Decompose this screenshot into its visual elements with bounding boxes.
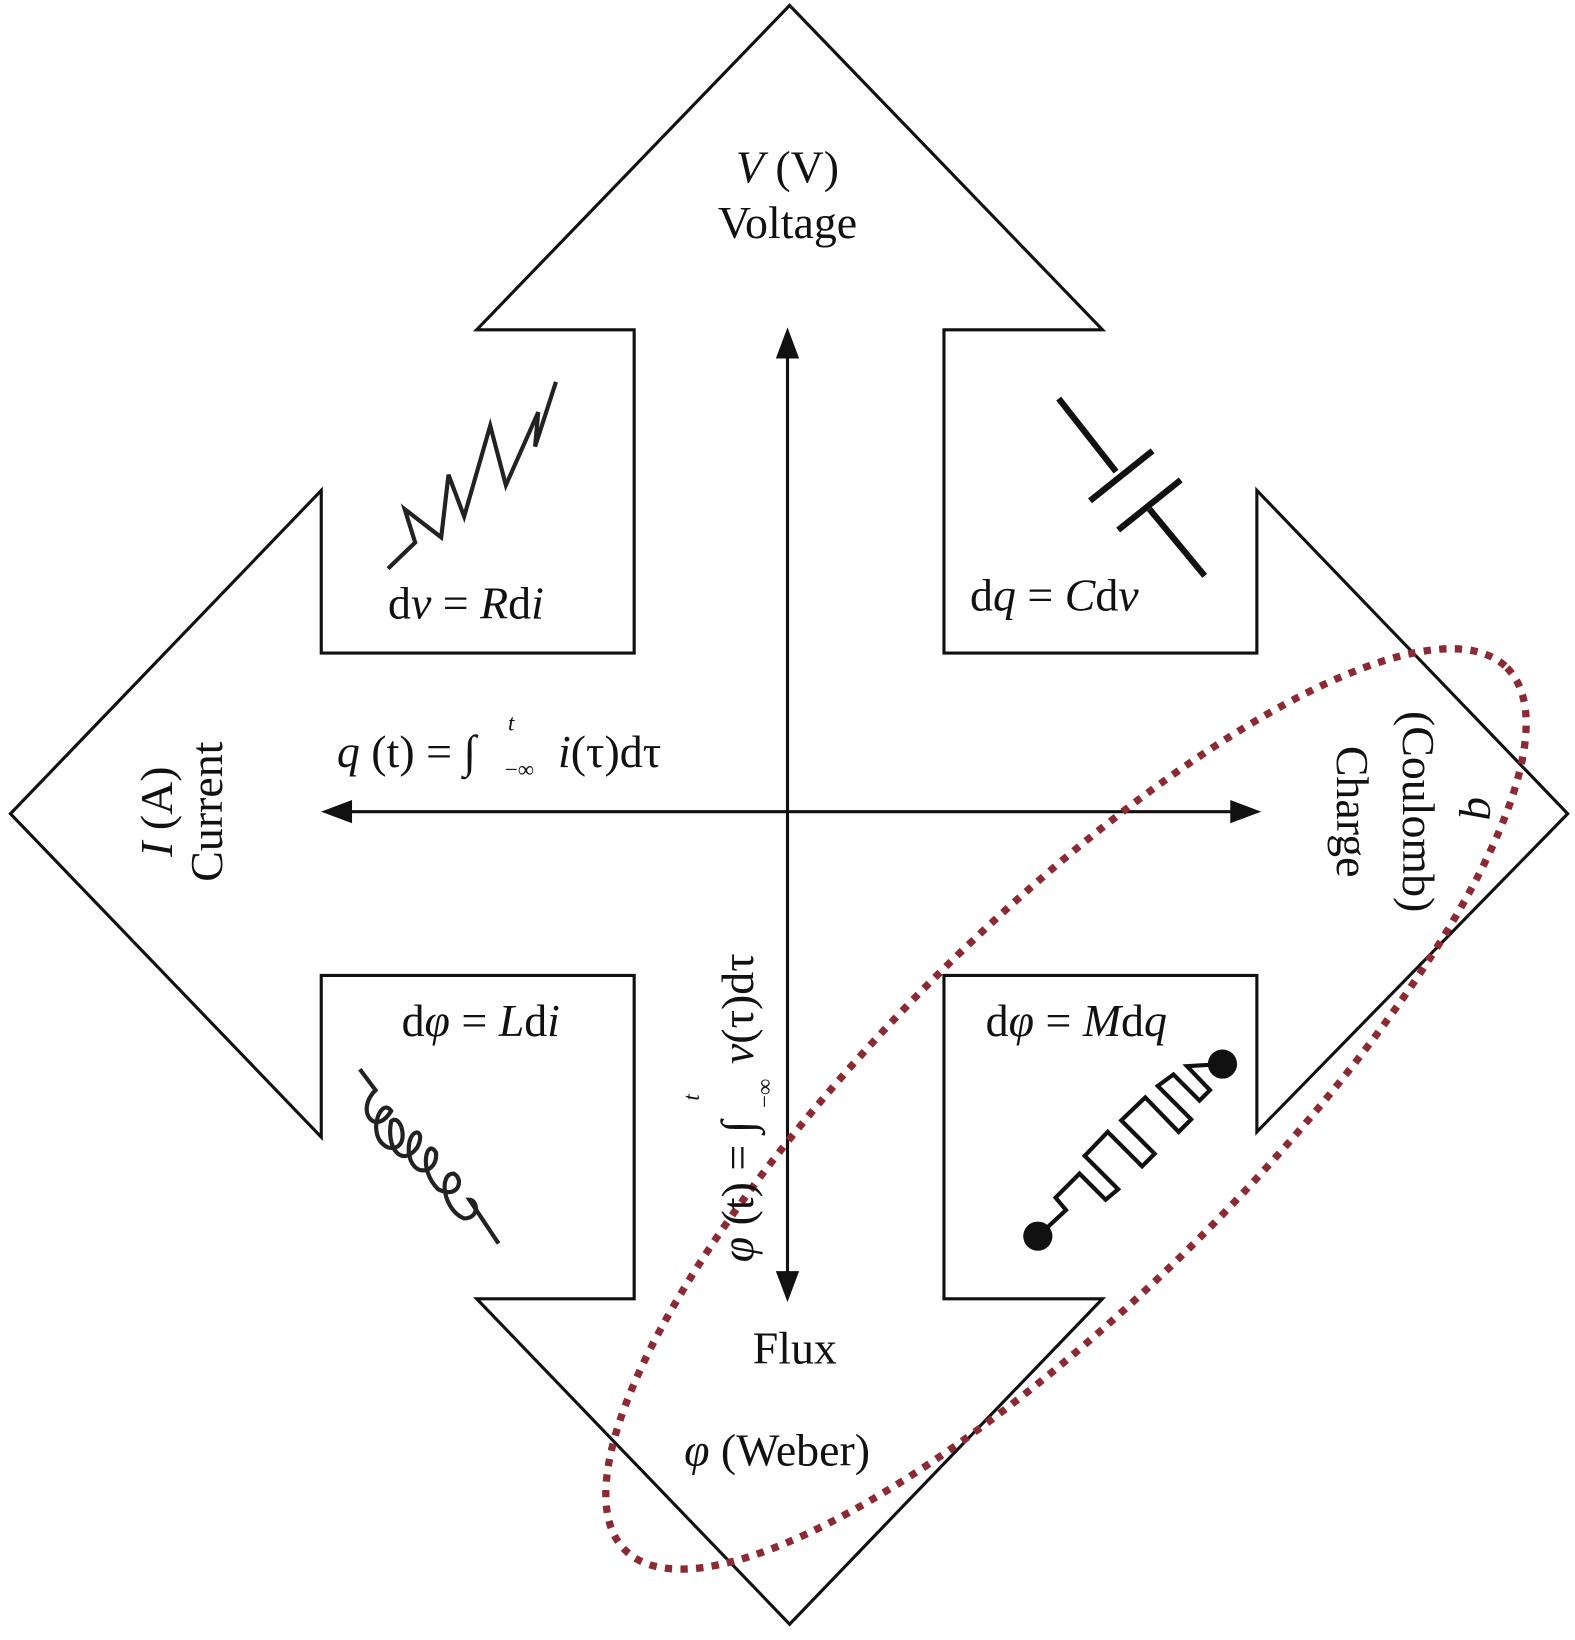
svg-text:−∞: −∞ <box>505 757 534 782</box>
memristor-equation: dφ = Mdq <box>986 995 1167 1046</box>
flux-symbol-label: φ (Weber) <box>684 1425 870 1476</box>
svg-text:t: t <box>508 710 515 735</box>
svg-text:q (t) = ∫: q (t) = ∫ <box>337 726 479 780</box>
flux-name-label: Flux <box>753 1322 837 1373</box>
current-name-label: Current <box>181 741 232 881</box>
capacitor-equation: dq = Cdv <box>970 569 1139 620</box>
resistor-icon <box>386 381 558 571</box>
resistor-equation: dv = Rdi <box>388 578 544 629</box>
current-symbol-label: I (A) <box>131 766 182 857</box>
svg-text:φ (t) = ∫: φ (t) = ∫ <box>712 1118 766 1262</box>
flux-integral-formula: φ (t) = ∫ t −∞ v(τ)dτ <box>679 953 777 1262</box>
svg-text:−∞: −∞ <box>752 1079 777 1108</box>
charge-unit-label: (Coulomb) <box>1393 711 1444 912</box>
inductor-icon <box>358 1068 501 1245</box>
voltage-name-label: Voltage <box>718 197 857 248</box>
vertical-axis <box>775 327 800 1303</box>
inductor-equation: dφ = Ldi <box>402 995 560 1046</box>
capacitor-icon <box>1056 396 1208 578</box>
svg-text:t: t <box>679 1094 704 1101</box>
charge-integral-formula: q (t) = ∫ t −∞ i(τ)dτ <box>337 710 661 782</box>
svg-text:i(τ)dτ: i(τ)dτ <box>558 726 661 777</box>
charge-symbol-label: q <box>1459 797 1510 820</box>
horizontal-axis <box>320 800 1262 824</box>
memristor-highlight-ellipse <box>602 645 1530 1573</box>
voltage-symbol-label: V (V) <box>736 142 839 193</box>
svg-text:v(τ)dτ: v(τ)dτ <box>712 953 763 1064</box>
memristor-icon <box>1023 1049 1238 1251</box>
cross-arrow-outline <box>8 3 1570 1627</box>
charge-name-label: Charge <box>1327 746 1378 878</box>
